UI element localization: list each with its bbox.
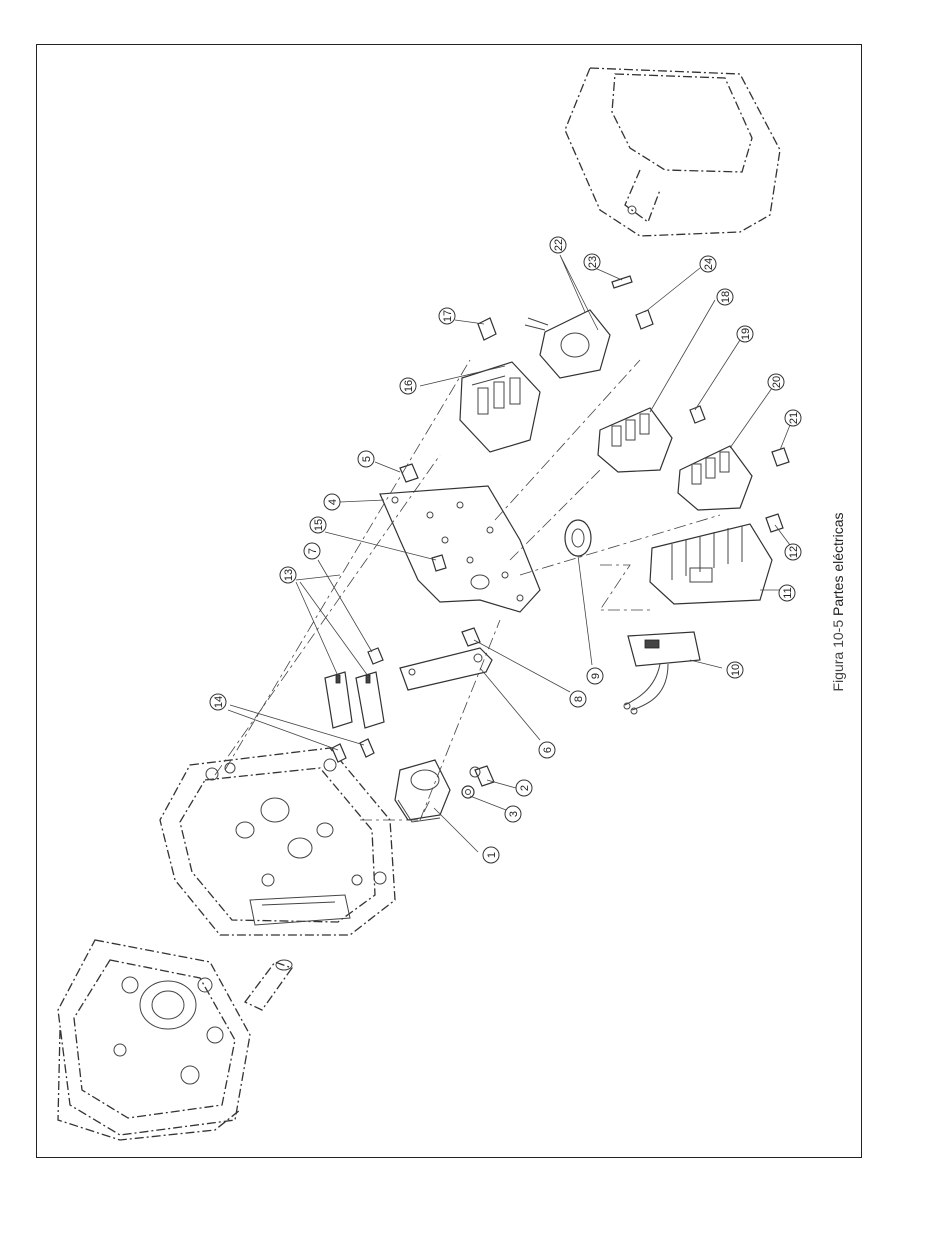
callout-23: 23 (584, 254, 600, 270)
part-21-screw (772, 448, 789, 466)
part-14-screws (332, 739, 374, 762)
callout-3: 3 (505, 806, 521, 822)
part-17-screw (478, 318, 496, 340)
svg-text:8: 8 (573, 696, 585, 702)
callout-17: 17 (439, 308, 455, 324)
part-18-relay (598, 408, 672, 472)
part-19-screw (690, 406, 705, 423)
callout-15: 15 (310, 517, 326, 533)
part-12-screw (766, 514, 783, 532)
callout-14: 14 (210, 694, 226, 710)
callout-4: 4 (324, 494, 340, 510)
part-9-grommet (565, 520, 591, 556)
svg-text:14: 14 (213, 696, 225, 708)
caption-label: Figura 10-5 (830, 620, 846, 692)
callout-13: 13 (280, 567, 296, 583)
callout-5: 5 (358, 451, 374, 467)
svg-text:15: 15 (313, 519, 325, 531)
caption-title: Partes eléctricas (830, 513, 846, 616)
callout-6: 6 (539, 742, 555, 758)
part-11-heatsink (650, 524, 772, 604)
svg-text:12: 12 (788, 546, 800, 558)
rear-cover (565, 68, 780, 236)
svg-text:18: 18 (720, 291, 732, 303)
svg-text:2: 2 (519, 785, 531, 791)
part-13-brush-holders (325, 672, 384, 728)
callout-8: 8 (570, 691, 586, 707)
svg-text:10: 10 (730, 664, 742, 676)
svg-text:13: 13 (283, 569, 295, 581)
callout-21: 21 (785, 410, 801, 426)
part-6-bracket (400, 648, 492, 690)
part-20-relay (678, 446, 752, 510)
svg-text:16: 16 (403, 380, 415, 392)
svg-text:6: 6 (542, 747, 554, 753)
part-8-screw (462, 628, 480, 646)
callout-20: 20 (768, 374, 784, 390)
part-10-board (624, 632, 700, 714)
svg-text:3: 3 (508, 811, 520, 817)
svg-text:17: 17 (442, 310, 454, 322)
part-7-screw (368, 648, 383, 664)
svg-text:20: 20 (771, 376, 783, 388)
svg-text:24: 24 (703, 258, 715, 270)
svg-text:11: 11 (782, 587, 794, 598)
svg-text:7: 7 (307, 548, 319, 554)
part-4-base-plate (380, 486, 540, 612)
callout-9: 9 (587, 668, 603, 684)
part-23-pin (612, 276, 632, 288)
svg-text:19: 19 (740, 328, 752, 340)
svg-text:4: 4 (327, 499, 339, 505)
callout-16: 16 (400, 378, 416, 394)
callout-11: 11 (779, 585, 795, 601)
callout-22: 22 (550, 237, 566, 253)
callout-18: 18 (717, 289, 733, 305)
svg-text:9: 9 (590, 673, 602, 679)
svg-text:23: 23 (587, 256, 599, 268)
svg-text:22: 22 (553, 239, 565, 251)
main-housing (160, 748, 395, 935)
callout-19: 19 (737, 326, 753, 342)
part-16-contactor (460, 362, 540, 452)
callout-24: 24 (700, 256, 716, 272)
part-24-screw (636, 310, 653, 329)
end-cover (58, 940, 250, 1140)
part-2-screw (470, 766, 494, 786)
svg-text:5: 5 (361, 456, 373, 462)
callout-7: 7 (304, 543, 320, 559)
svg-text:1: 1 (486, 852, 498, 858)
callout-2: 2 (516, 780, 532, 796)
part-3-washer (462, 786, 474, 798)
part-22-transformer (525, 310, 610, 378)
callout-12: 12 (785, 544, 801, 560)
svg-text:21: 21 (788, 412, 800, 424)
shaft (245, 960, 292, 1010)
callout-1: 1 (483, 847, 499, 863)
callout-10: 10 (727, 662, 743, 678)
